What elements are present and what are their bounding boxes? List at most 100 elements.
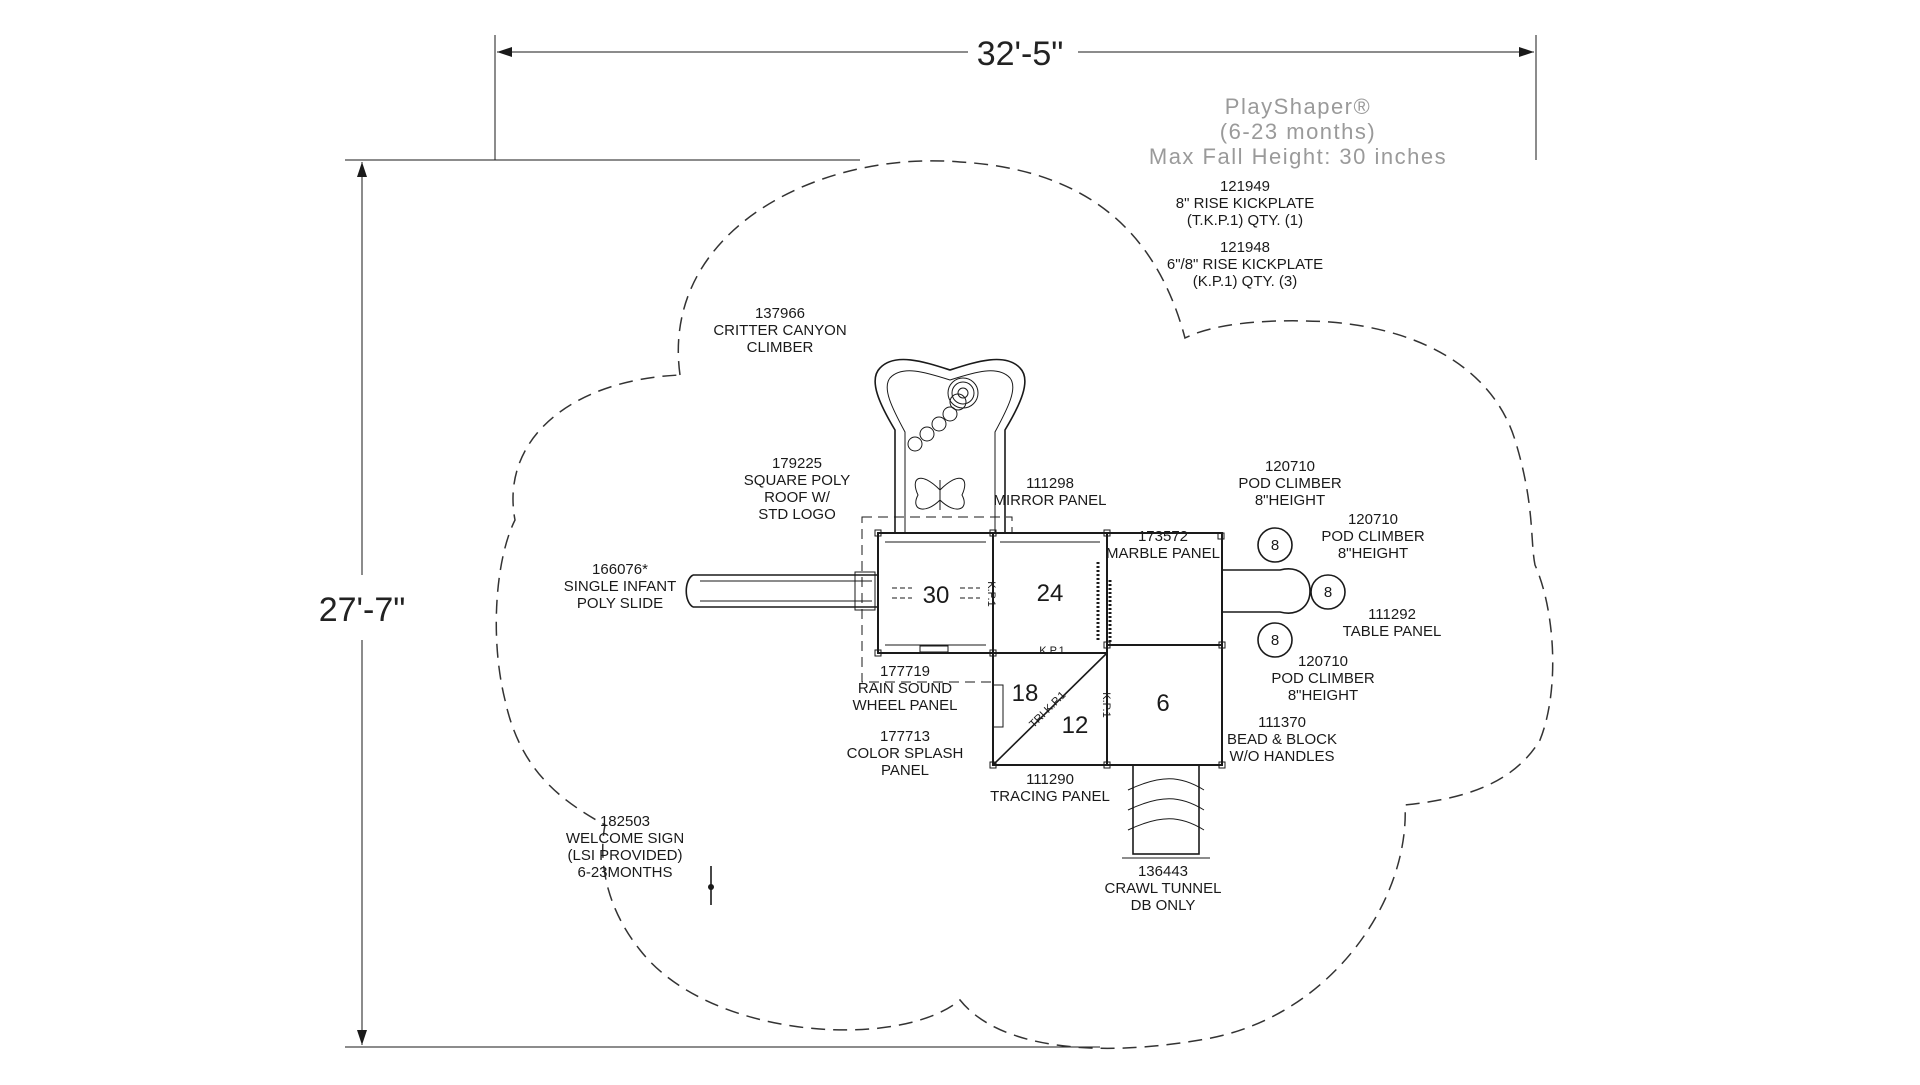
pod-climber-2-label-line: 120710 [1348,511,1398,528]
critter-canyon-label-line: 137966 [755,305,805,322]
infant-slide-label-line: SINGLE INFANT [564,578,677,595]
brand-name: PlayShaper® [1225,94,1371,119]
pod-2-height: 8 [1324,584,1332,601]
pod-1-height: 8 [1271,537,1279,554]
infant-slide-label-line: 166076* [592,561,648,578]
crawl-tunnel-label-line: 136443 [1138,863,1188,880]
pod-climber-1-label-line: POD CLIMBER [1238,475,1342,492]
width-dimension-label: 32'-5" [977,35,1064,73]
color-splash-label-line: PANEL [881,762,929,779]
square-roof-label-line: ROOF W/ [764,489,831,506]
mirror-panel-label-line: 111298 [1026,475,1074,492]
pod-climber-3-label-line: 8"HEIGHT [1288,687,1358,704]
welcome-sign-label-line: 6-23MONTHS [577,864,672,881]
kickplate-8-label-line: 121949 [1220,178,1270,195]
kickplate-6-8-label-line: 6"/8" RISE KICKPLATE [1167,256,1323,273]
brand-age-range: (6-23 months) [1220,119,1376,144]
height-dimension: 27'-7" [319,159,1100,1048]
kickplate-6-8-label-line: 121948 [1220,239,1270,256]
kickplate-8-label-line: 8" RISE KICKPLATE [1176,195,1314,212]
deck-30-height: 30 [923,582,950,609]
deck-30[interactable]: 30 [877,532,994,654]
kickplate-6-8-label-line: (K.P.1) QTY. (3) [1193,273,1297,290]
critter-canyon-label-line: CRITTER CANYON [713,322,846,339]
crawl-tunnel [1122,763,1210,859]
table-panel-label-line: TABLE PANEL [1343,623,1442,640]
pod-3-height: 8 [1271,632,1279,649]
welcome-sign-label-line: WELCOME SIGN [566,830,684,847]
tracing-panel-label-line: TRACING PANEL [990,788,1110,805]
kickplate-8-label-line: (T.K.P.1) QTY. (1) [1187,212,1303,229]
pod-climber-2-label-line: 8"HEIGHT [1338,545,1408,562]
upper-deck-right[interactable] [1106,532,1225,646]
color-splash-label-line: COLOR SPLASH [847,745,964,762]
deck-6[interactable]: 6 K.P.1 [1100,644,1223,766]
deck-18-height: 18 [1012,680,1039,707]
deck-posts [874,529,1226,769]
bead-block-label-line: W/O HANDLES [1229,748,1334,765]
brand-block: PlayShaper® (6-23 months) Max Fall Heigh… [1149,94,1447,169]
welcome-sign-label-line: 182503 [600,813,650,830]
welcome-sign-label-line: (LSI PROVIDED) [567,847,682,864]
infant-slide-label-line: POLY SLIDE [577,595,663,612]
pod-climber-2-label-line: POD CLIMBER [1321,528,1425,545]
bead-block-label-line: 111370 [1258,714,1306,731]
pod-climber-3-label-line: POD CLIMBER [1271,670,1375,687]
rain-sound-label-line: RAIN SOUND [858,680,952,697]
use-zone-boundary [495,160,1554,1050]
deck-6-height: 6 [1156,690,1169,717]
pod-climber-2-shape[interactable]: 8 [1310,574,1346,610]
butterfly-icon [914,477,966,510]
width-dimension: 32'-5" [494,35,1537,160]
color-splash-label-line: 177713 [880,728,930,745]
crawl-tunnel-label-line: DB ONLY [1131,897,1196,914]
deck-24[interactable]: 24 K.P.1 K.P.1 [985,532,1108,657]
deck-24-height: 24 [1037,580,1064,607]
square-roof-label-line: STD LOGO [758,506,836,523]
rain-sound-label-line: 177719 [880,663,930,680]
height-dimension-label: 27'-7" [319,591,406,629]
kickplate-label-30-24: K.P.1 [985,581,997,607]
rain-sound-label-line: WHEEL PANEL [852,697,957,714]
pod-climber-1-label-line: 120710 [1265,458,1315,475]
pod-climber-3-shape[interactable]: 8 [1257,622,1293,658]
brand-max-fall: Max Fall Height: 30 inches [1149,144,1447,169]
kickplate-label-6: K.P.1 [1100,692,1112,718]
flower-icon [947,377,979,409]
critter-canyon-climber [874,358,1026,533]
deck-18-12[interactable]: 18 12 TRI K.P.1 [992,652,1108,766]
pod-climber-1-label-line: 8"HEIGHT [1255,492,1325,509]
marble-panel-label-line: MARBLE PANEL [1106,545,1220,562]
table-panel-label-line: 111292 [1368,606,1416,623]
table-panel-shape [1222,568,1311,614]
welcome-sign-symbol [708,866,714,905]
crawl-tunnel-label-line: CRAWL TUNNEL [1105,880,1222,897]
square-roof-label-line: SQUARE POLY [744,472,850,489]
square-roof-label-line: 179225 [772,455,822,472]
critter-canyon-label-line: CLIMBER [747,339,814,356]
bead-block-label-line: BEAD & BLOCK [1227,731,1337,748]
pod-climber-1-shape[interactable]: 8 [1257,527,1293,563]
mirror-panel-label-line: MIRROR PANEL [993,492,1106,509]
deck-12-height: 12 [1062,712,1089,739]
pod-climber-3-label-line: 120710 [1298,653,1348,670]
tracing-panel-label-line: 111290 [1026,771,1074,788]
marble-panel-label-line: 173572 [1138,528,1188,545]
